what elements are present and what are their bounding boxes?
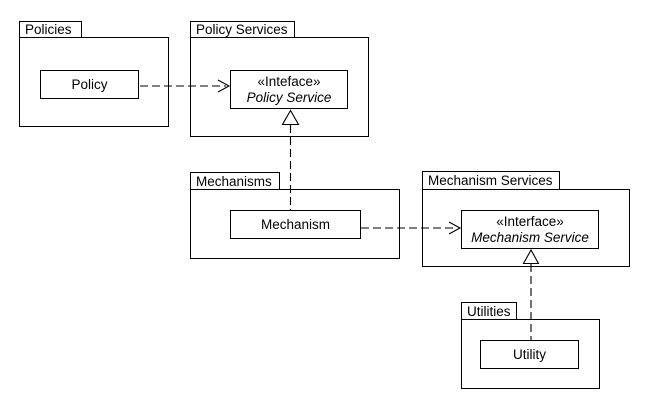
class-policy-label: Policy xyxy=(71,76,108,92)
interface-policy-service-label: Policy Service xyxy=(246,89,332,105)
package-policies-tab: Policies xyxy=(19,21,82,37)
package-mechanisms-tab: Mechanisms xyxy=(190,172,280,189)
interface-policy-service: «Inteface» Policy Service xyxy=(230,70,348,109)
package-policy-services-label: Policy Services xyxy=(196,22,288,37)
package-mechanism-services-tab: Mechanism Services xyxy=(422,171,560,189)
package-mechanism-services-label: Mechanism Services xyxy=(428,173,553,188)
interface-mechanism-service-label: Mechanism Service xyxy=(471,229,589,245)
class-utility-label: Utility xyxy=(513,346,546,362)
package-utilities-label: Utilities xyxy=(467,303,511,319)
interface-policy-service-stereotype: «Inteface» xyxy=(257,73,321,89)
class-mechanism-label: Mechanism xyxy=(260,216,331,232)
package-policies-label: Policies xyxy=(25,22,72,37)
interface-mechanism-service-stereotype: «Interface» xyxy=(496,213,564,229)
package-policy-services-tab: Policy Services xyxy=(190,21,295,37)
interface-mechanism-service: «Interface» Mechanism Service xyxy=(461,210,599,249)
class-utility: Utility xyxy=(480,340,579,369)
class-policy: Policy xyxy=(40,70,139,99)
class-mechanism: Mechanism xyxy=(230,210,361,239)
package-utilities-tab: Utilities xyxy=(461,302,517,319)
package-mechanisms-label: Mechanisms xyxy=(196,173,272,189)
